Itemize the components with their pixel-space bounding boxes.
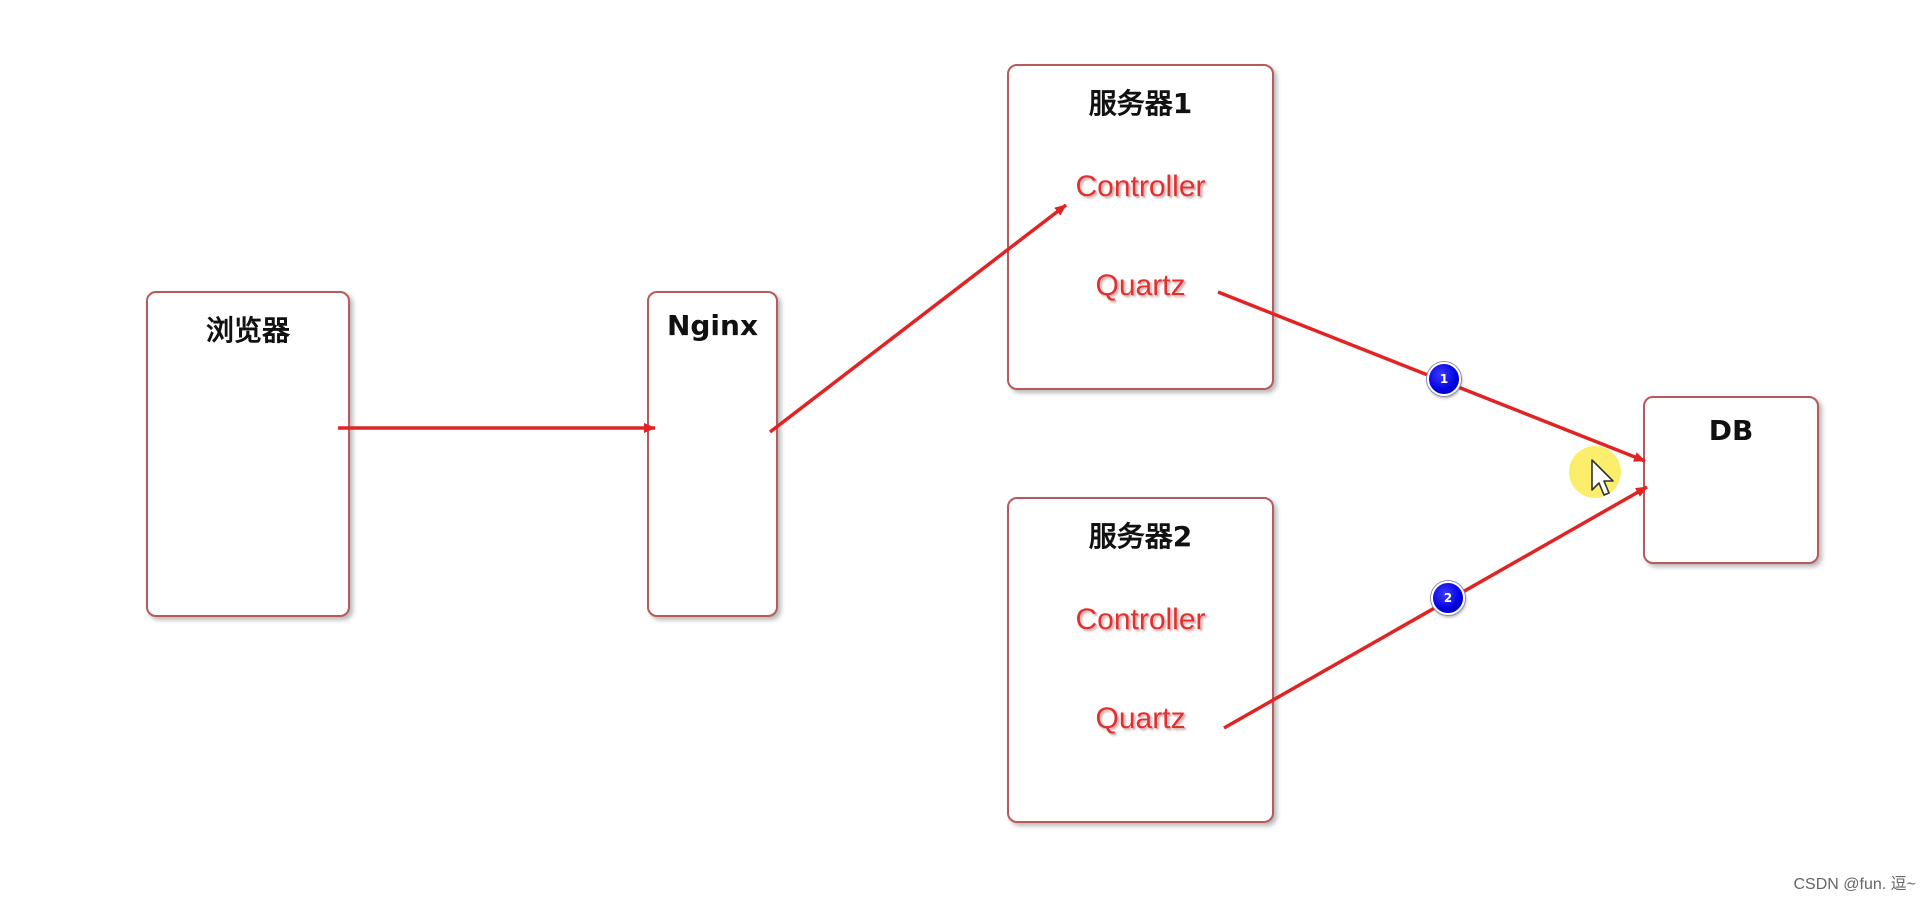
server1-title: 服务器1 bbox=[1088, 87, 1193, 120]
browser-box: 浏览器 bbox=[146, 291, 350, 617]
server2-quartz-label: Quartz bbox=[1095, 702, 1186, 735]
server1-box: 服务器1 Controller Quartz bbox=[1007, 64, 1274, 390]
watermark: CSDN @fun. 逗~ bbox=[1793, 876, 1916, 893]
db-box: DB bbox=[1643, 396, 1819, 564]
server2-title: 服务器2 bbox=[1088, 520, 1193, 553]
mouse-cursor-icon bbox=[1591, 459, 1614, 496]
nginx-title: Nginx bbox=[666, 309, 759, 342]
db-title: DB bbox=[1708, 414, 1754, 447]
nginx-box: Nginx bbox=[647, 291, 778, 617]
server1-quartz-label: Quartz bbox=[1095, 269, 1186, 302]
step-badge-2: 2 bbox=[1431, 581, 1465, 615]
server1-controller-label: Controller bbox=[1075, 170, 1206, 203]
step-badge-1: 1 bbox=[1427, 362, 1461, 396]
browser-title: 浏览器 bbox=[205, 314, 290, 347]
server2-box: 服务器2 Controller Quartz bbox=[1007, 497, 1274, 823]
server2-controller-label: Controller bbox=[1075, 603, 1206, 636]
